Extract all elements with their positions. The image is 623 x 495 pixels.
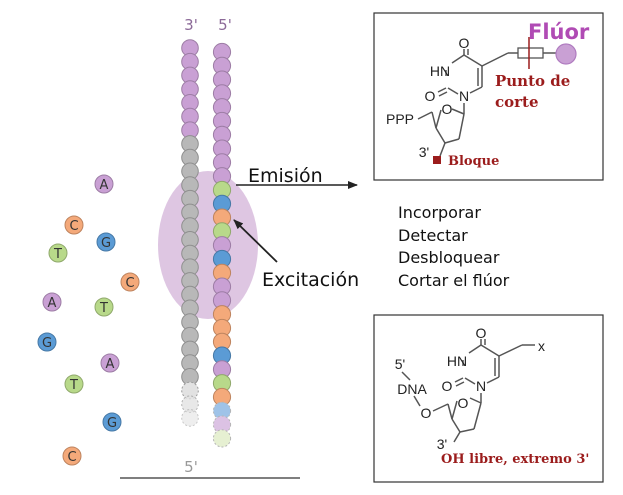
top-hn: HN bbox=[430, 63, 450, 79]
top-ring-o: O bbox=[442, 101, 453, 117]
steps-list: Incorporar Detectar Desbloquear Cortar e… bbox=[398, 203, 510, 290]
step-item: Incorporar bbox=[398, 203, 481, 222]
free-nucleotide-bead bbox=[64, 215, 84, 235]
free-nucleotide-letter: C bbox=[125, 276, 134, 291]
step-item: Detectar bbox=[398, 226, 468, 245]
free-nucleotide: T bbox=[64, 374, 84, 394]
free-nucleotide-letter: G bbox=[107, 416, 117, 431]
bottom-five-prime: 5' bbox=[395, 356, 405, 372]
free-nucleotide-bead bbox=[48, 243, 68, 263]
bottom-three-prime: 3' bbox=[437, 436, 447, 452]
strand-nucleotide bbox=[212, 429, 232, 448]
top-three-prime: 3' bbox=[419, 144, 429, 160]
free-nucleotide: T bbox=[94, 297, 114, 317]
top-ppp: PPP bbox=[386, 111, 414, 127]
bottom-o-left: O bbox=[442, 378, 453, 394]
free-nucleotide-letter: G bbox=[101, 236, 111, 251]
excitation-halo bbox=[158, 171, 258, 319]
step-item: Cortar el flúor bbox=[398, 271, 510, 290]
free-nucleotide-bead bbox=[100, 353, 120, 373]
free-oh-label: OH libre, extremo 3' bbox=[441, 452, 589, 467]
free-nucleotide-bead bbox=[96, 232, 116, 252]
bottom-ring-o: O bbox=[458, 395, 469, 411]
cleavable-linker bbox=[517, 47, 544, 59]
free-nucleotide-letter: G bbox=[42, 336, 52, 351]
strand-top-left-label: 3' bbox=[184, 16, 198, 34]
free-nucleotide: T bbox=[48, 243, 68, 263]
free-nucleotide: C bbox=[62, 446, 82, 466]
top-structure-panel: O HN O N Flúor Punto de corte O PPP 3' B… bbox=[373, 12, 604, 181]
free-nucleotide: C bbox=[64, 215, 84, 235]
free-nucleotide-letter: A bbox=[100, 178, 109, 193]
fluor-label: Flúor bbox=[528, 20, 590, 44]
excitation-arrow bbox=[233, 219, 278, 263]
top-panel-frame bbox=[373, 12, 604, 181]
cut-point-label-line1: Punto de bbox=[495, 72, 570, 90]
excitation-label: Excitación bbox=[262, 269, 359, 291]
fluor-dye-icon bbox=[555, 43, 577, 65]
block-label: Bloque bbox=[448, 154, 499, 169]
bottom-dna: DNA bbox=[397, 381, 427, 397]
growing-strand bbox=[212, 42, 232, 448]
free-nucleotide: G bbox=[37, 332, 57, 352]
free-nucleotide-letter: C bbox=[69, 219, 78, 234]
emission-label: Emisión bbox=[248, 165, 323, 187]
bottom-base-ring bbox=[454, 339, 535, 403]
free-nucleotide-letter: C bbox=[67, 450, 76, 465]
top-o-left: O bbox=[425, 88, 436, 104]
free-nucleotide-bead bbox=[62, 446, 82, 466]
bottom-o-link: O bbox=[421, 405, 432, 421]
free-nucleotide: G bbox=[96, 232, 116, 252]
top-n: N bbox=[459, 88, 469, 104]
free-nucleotide: A bbox=[42, 292, 62, 312]
top-sugar-ring bbox=[417, 108, 465, 157]
bottom-sugar-ring bbox=[401, 371, 482, 443]
strand-top-right-label: 5' bbox=[218, 16, 232, 34]
free-nucleotide-letter: A bbox=[48, 296, 57, 311]
bottom-structure-panel: O HN O N x O 5' DNA O 3' OH libre, extre… bbox=[373, 314, 604, 483]
template-strand bbox=[181, 39, 199, 427]
bottom-n: N bbox=[476, 378, 486, 394]
free-nucleotide: A bbox=[100, 353, 120, 373]
block-marker-icon bbox=[433, 156, 441, 164]
free-nucleotide-letter: T bbox=[53, 247, 62, 262]
strand-bottom-label: 5' bbox=[184, 458, 198, 476]
cut-point-label-line2: corte bbox=[495, 93, 539, 111]
free-nucleotide-letter: A bbox=[106, 357, 115, 372]
free-nucleotide-bead bbox=[120, 272, 140, 292]
step-item: Desbloquear bbox=[398, 248, 500, 267]
bottom-x: x bbox=[538, 338, 545, 354]
free-nucleotide-bead bbox=[102, 412, 122, 432]
template-nucleotide bbox=[181, 409, 199, 427]
free-nucleotide-bead bbox=[94, 297, 114, 317]
free-nucleotide: G bbox=[102, 412, 122, 432]
top-base-ring bbox=[437, 49, 556, 114]
free-nucleotide-bead bbox=[42, 292, 62, 312]
bottom-o-top: O bbox=[476, 325, 487, 341]
free-nucleotide: C bbox=[120, 272, 140, 292]
free-nucleotide: A bbox=[94, 174, 114, 194]
free-nucleotide-letter: T bbox=[69, 378, 78, 393]
top-o-top: O bbox=[459, 35, 470, 51]
bottom-hn: HN bbox=[447, 353, 467, 369]
free-nucleotide-bead bbox=[94, 174, 114, 194]
free-nucleotide-bead bbox=[64, 374, 84, 394]
free-nucleotide-letter: T bbox=[99, 301, 108, 316]
free-nucleotide-bead bbox=[37, 332, 57, 352]
bottom-panel-frame bbox=[373, 314, 604, 483]
